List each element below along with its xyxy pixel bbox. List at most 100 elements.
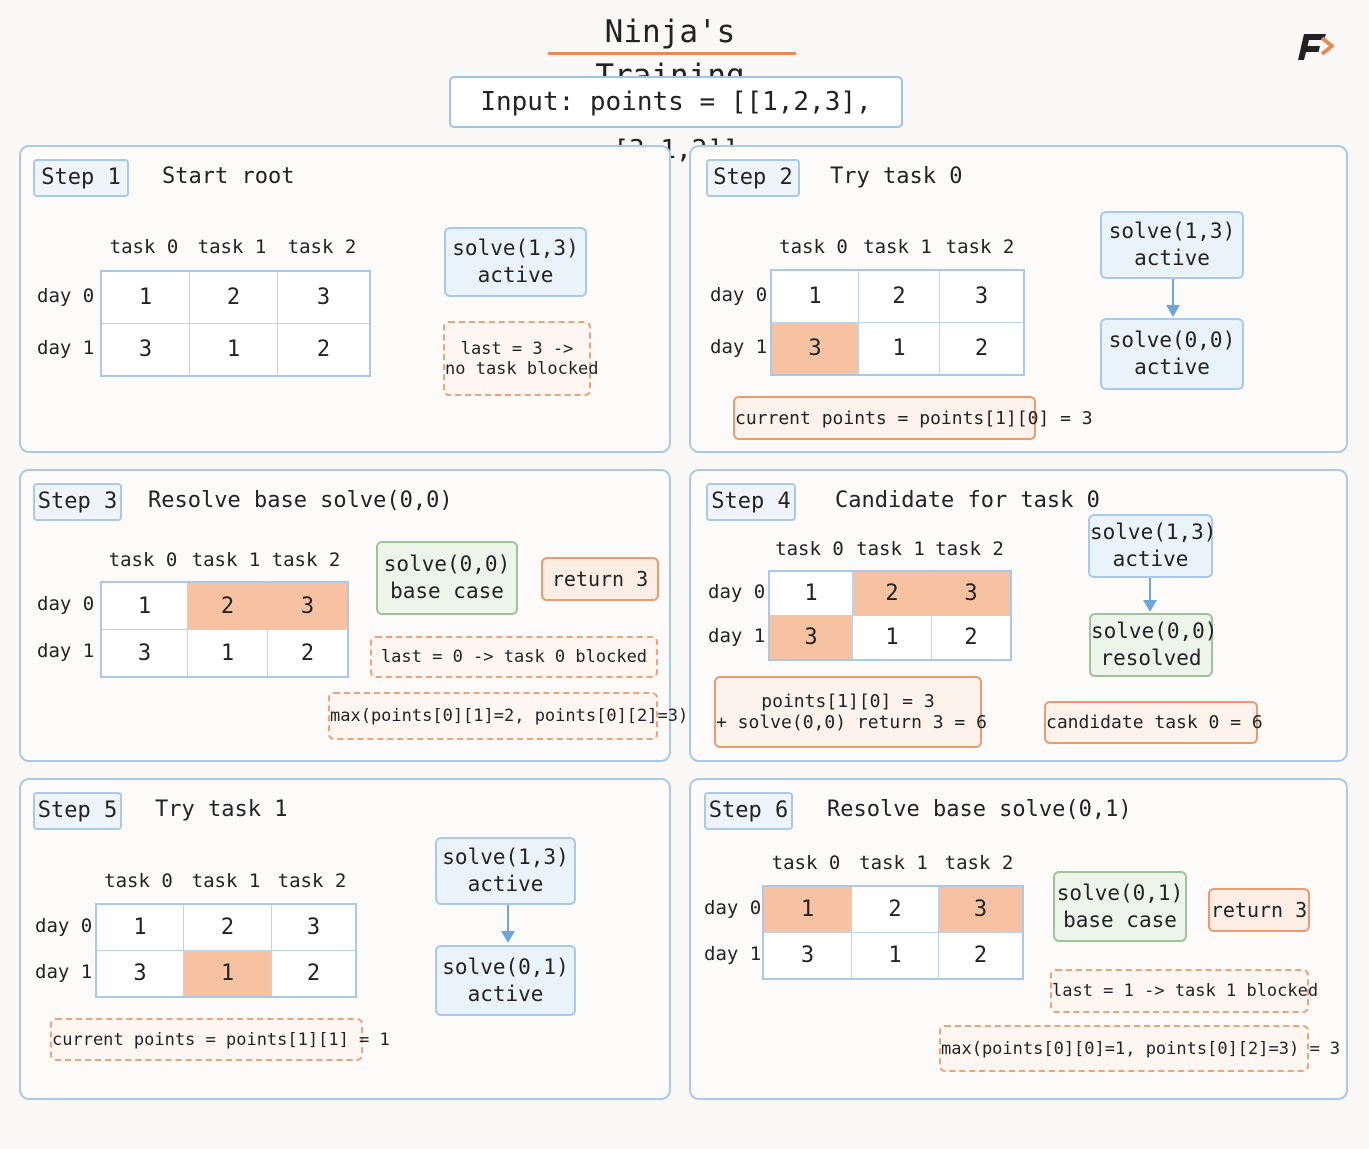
box-line: last = 1 -> task 1 blocked (1052, 981, 1319, 1001)
call-box: solve(1,3) active (1088, 514, 1217, 578)
grid-row-label: day 0 (710, 284, 768, 306)
grid-cell: 3 (271, 903, 357, 951)
grid-cell: 1 (858, 322, 940, 376)
grid-col-label: task 0 (108, 549, 178, 571)
step-badge: Step 1 (33, 159, 129, 197)
call-box-resolved: solve(0,0) base case (376, 541, 518, 615)
return-box: return 3 (541, 557, 659, 601)
grid-cell: 3 (100, 323, 190, 377)
box-line: solve(0,0) (1108, 328, 1236, 352)
step-title: Try task 0 (830, 164, 963, 189)
grid-row-label: day 1 (708, 625, 766, 647)
grid-cell-highlighted: 2 (187, 581, 268, 630)
step-badge: Step 5 (33, 792, 122, 830)
box-line: + solve(0,0) return 3 = 6 (716, 712, 987, 733)
grid-cell: 3 (939, 269, 1025, 323)
down-arrow-icon (1143, 578, 1157, 612)
grid-cell: 2 (938, 932, 1024, 980)
box-line: solve(0,1) (1056, 880, 1184, 905)
grid-cell: 1 (852, 615, 932, 661)
step-badge: Step 6 (704, 792, 793, 830)
grid-row-label: day 0 (708, 581, 766, 603)
call-box-resolved: solve(0,0)resolved (1089, 613, 1217, 677)
grid-row-label: day 0 (35, 915, 93, 937)
step-note: points[1][0] = 3+ solve(0,0) return 3 = … (714, 676, 987, 748)
step-title: Resolve base solve(0,0) (148, 488, 453, 513)
step-badge: Step 3 (33, 483, 122, 521)
grid-cell: 2 (858, 269, 940, 323)
grid-cell: 2 (277, 323, 371, 377)
input-box: Input: points = [[1,2,3],[3,1,2]] (449, 76, 903, 165)
grid-cell-highlighted: 3 (770, 322, 859, 376)
step-title: Start root (162, 164, 295, 189)
step-note: max(points[0][0]=1, points[0][2]=3) = 3 (939, 1025, 1340, 1072)
grid-cell: 2 (267, 629, 349, 678)
box-line: base case (1063, 907, 1177, 932)
grid-col-label: task 2 (277, 870, 347, 892)
step-note: last = 1 -> task 1 blocked (1050, 969, 1319, 1013)
call-box: solve(1,3) active (1100, 211, 1244, 279)
grid-row-label: day 1 (35, 961, 93, 983)
step-note: current points = points[1][0] = 3 (733, 396, 1093, 440)
grid-cell: 2 (939, 322, 1025, 376)
box-line: candidate task 0 = 6 (1046, 712, 1263, 733)
box-line: no task blocked (445, 358, 599, 379)
box-line: solve(1,3) (1090, 520, 1217, 544)
call-box: solve(0,0)active (1100, 318, 1244, 390)
grid-col-label: task 0 (779, 236, 848, 258)
grid-cell: 1 (187, 629, 268, 678)
grid-cell: 1 (770, 269, 859, 323)
grid-col-label: task 0 (104, 870, 173, 892)
grid-cell: 1 (768, 570, 853, 616)
grid-row-label: day 0 (704, 897, 762, 919)
grid-cell: 3 (100, 629, 188, 678)
step-title: Try task 1 (155, 797, 288, 822)
grid-col-label: task 0 (109, 236, 179, 258)
grid-cell: 3 (95, 950, 184, 998)
grid-col-label: task 1 (863, 236, 932, 258)
step-note: last = 3 ->no task blocked (443, 321, 599, 396)
box-line: current points = points[1][1] = 1 (52, 1029, 390, 1050)
box-line: solve(0,0) (383, 552, 511, 576)
grid-cell-highlighted: 1 (762, 885, 852, 933)
box-line: solve(1,3) (1108, 219, 1236, 243)
grid-col-label: task 1 (197, 236, 267, 258)
grid-cell-highlighted: 3 (931, 570, 1012, 616)
grid-cell: 2 (271, 950, 357, 998)
box-line: active (1134, 246, 1210, 270)
box-line: solve(1,3) (452, 236, 579, 260)
grid-cell-highlighted: 3 (267, 581, 349, 630)
grid-row-label: day 1 (704, 943, 762, 965)
down-arrow-icon (1166, 279, 1180, 317)
grid-cell-highlighted: 1 (183, 950, 272, 998)
diagram-title: Ninja's Training (595, 14, 744, 94)
grid-row-label: day 1 (37, 640, 95, 662)
grid-cell: 2 (931, 615, 1012, 661)
call-box: solve(1,3) active (444, 227, 587, 297)
step-note: current points = points[1][1] = 1 (50, 1018, 390, 1061)
grid-cell-highlighted: 2 (852, 570, 932, 616)
title-underline (548, 52, 796, 55)
box-line: current points = points[1][0] = 3 (735, 407, 1093, 429)
return-box: return 3 (1208, 888, 1310, 932)
box-line: active (1112, 547, 1189, 571)
step-note: candidate task 0 = 6 (1044, 701, 1263, 744)
grid-col-label: task 1 (191, 870, 261, 892)
box-line: active (467, 981, 544, 1006)
call-box: solve(0,1)active (435, 945, 576, 1016)
box-line: active (477, 263, 554, 287)
down-arrow-icon (501, 905, 515, 943)
grid-col-label: task 0 (771, 852, 841, 874)
grid-col-label: task 2 (935, 538, 1004, 560)
grid-col-label: task 1 (191, 549, 261, 571)
grid-cell: 2 (183, 903, 272, 951)
grid-col-label: task 2 (271, 549, 341, 571)
grid-row-label: day 1 (710, 336, 768, 358)
grid-cell: 3 (277, 270, 371, 324)
grid-cell: 2 (851, 885, 939, 933)
box-line: base case (390, 579, 504, 603)
grid-col-label: task 1 (859, 852, 928, 874)
